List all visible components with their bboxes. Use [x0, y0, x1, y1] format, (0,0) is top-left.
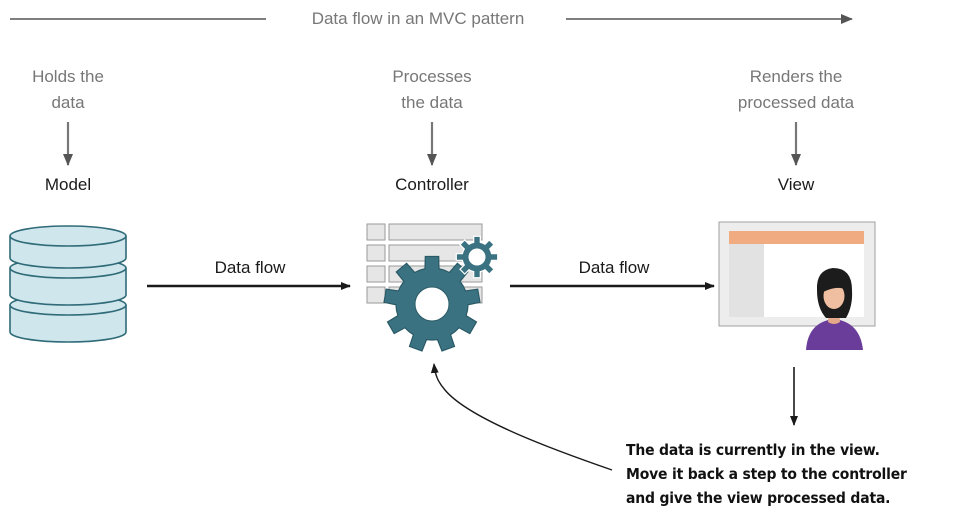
controller-label: Controller	[395, 175, 469, 194]
small-gear-icon	[455, 235, 499, 279]
view-description: Renders the processed data	[737, 67, 855, 112]
large-gear-icon	[383, 255, 481, 352]
view-label: View	[777, 175, 815, 194]
model-description: Holds the data	[32, 67, 104, 112]
person-avatar-icon	[806, 268, 863, 350]
note-line-1: The data is currently in the view.	[626, 441, 880, 459]
database-icon	[9, 225, 127, 343]
small-gear-hole	[468, 248, 486, 266]
flow-label-controller-view: Data flow	[578, 258, 650, 277]
flow-label-model-controller: Data flow	[214, 258, 286, 277]
big-gear-hole	[414, 286, 450, 322]
controller-description: Processes the data	[392, 67, 472, 112]
note-text: The data is currently in the view. Move …	[626, 438, 968, 510]
diagram-title: Data flow in an MVC pattern	[311, 9, 525, 28]
model-label: Model	[44, 175, 92, 194]
note-line-3: and give the view processed data.	[626, 489, 891, 507]
note-line-2: Move it back a step to the controller	[626, 465, 907, 483]
note-to-controller-curve	[430, 363, 613, 471]
monitor-icon	[718, 221, 876, 327]
